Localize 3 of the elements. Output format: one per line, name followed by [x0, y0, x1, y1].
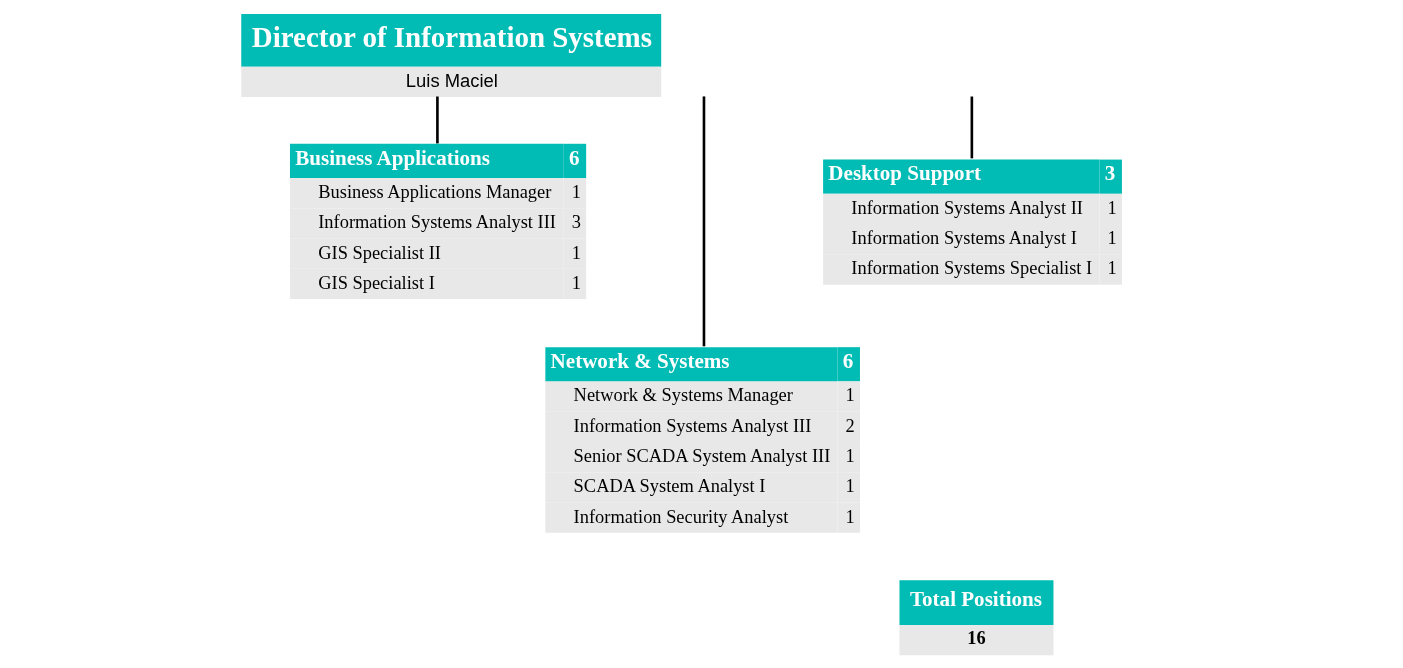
connector [702, 96, 705, 347]
connector [970, 96, 973, 159]
connector [435, 96, 439, 144]
